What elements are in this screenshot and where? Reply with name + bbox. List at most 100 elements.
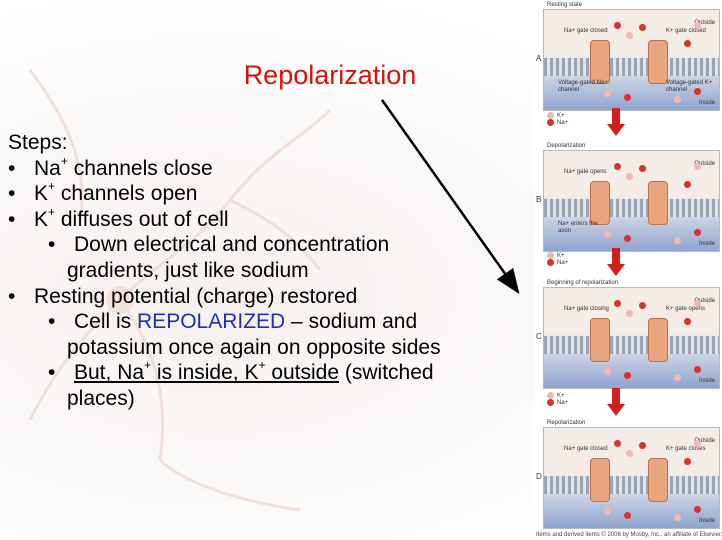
k-ion	[694, 22, 701, 29]
na-ion	[684, 458, 691, 465]
inside-label: Inside	[698, 378, 715, 384]
bullet-resting-potential: •Resting potential (charge) restored	[8, 284, 358, 308]
na-ion	[639, 302, 646, 309]
ion-channel-figure: Outside Na+ gate closed K+ gate closed V…	[533, 0, 722, 540]
k-ion	[604, 508, 611, 515]
ion-legend: K+Na+	[547, 112, 587, 126]
channel-left-label: Na+ enters the axon	[558, 221, 598, 234]
channel-right-label: Voltage-gated K+ channel	[666, 80, 713, 93]
sub-bullet-gradients: •Down electrical and concentration	[48, 233, 390, 257]
slide-content: Steps: •Na+ channels close •K+ channels …	[8, 130, 528, 412]
na-ion	[547, 259, 554, 267]
na-ion	[639, 165, 646, 172]
k-ion	[694, 440, 701, 447]
gate-left-label: Na+ gate closed	[564, 28, 608, 34]
k-ion	[626, 173, 633, 180]
gate-left-label: Na+ gate closing	[564, 306, 609, 312]
gate-right-label: K+ gate closes	[666, 446, 706, 452]
ion-legend: K+Na+	[547, 392, 587, 406]
k-ion	[547, 392, 554, 399]
k-ion	[674, 374, 681, 381]
na-ion	[614, 440, 621, 447]
na-ion	[684, 181, 691, 188]
down-arrow-icon	[607, 388, 625, 416]
panel-heading: Resting state	[547, 2, 583, 8]
figure-copyright: Items and derived items © 2006 by Mosby,…	[536, 532, 722, 538]
k-ion	[604, 368, 611, 375]
slide-title: Repolarization	[243, 60, 417, 90]
k-ion	[626, 310, 633, 317]
inside-label: Inside	[698, 100, 715, 106]
k-ion	[547, 252, 554, 259]
k-ion	[674, 96, 681, 103]
panel-letter: B	[536, 195, 542, 204]
na-ion	[694, 229, 701, 236]
inside-label: Inside	[698, 241, 715, 247]
na-ion	[614, 22, 621, 29]
k-ion	[626, 32, 633, 39]
na-ion	[624, 94, 631, 101]
bullet-k-diffuses-out: •K+ diffuses out of cell	[8, 204, 229, 231]
bullet-marker: •	[8, 284, 16, 308]
na-ion	[639, 24, 646, 31]
channel-left-label: Voltage-gated Na+ channel	[558, 80, 608, 93]
na-ion	[684, 40, 691, 47]
na-ion	[694, 506, 701, 513]
outside-label: Outside	[694, 438, 715, 444]
membrane	[544, 476, 719, 494]
na-channel	[590, 318, 610, 362]
na-ion	[694, 88, 701, 95]
ion-legend: K+Na+	[547, 252, 587, 266]
figure-panel: Outside Na+ gate opens Na+ enters the ax…	[543, 150, 720, 252]
panel-letter: C	[536, 332, 542, 341]
sub-bullet-repolarized-cont: potassium once again on opposite sides	[67, 335, 441, 359]
bullet-marker: •	[48, 310, 56, 334]
outside-label: Outside	[694, 20, 715, 26]
panel-heading: Repolarization	[547, 420, 586, 426]
k-ion	[674, 237, 681, 244]
bullet-marker: •	[8, 182, 16, 206]
k-ion	[604, 231, 611, 238]
sub-bullet-repolarized: •Cell is REPOLARIZED – sodium and	[48, 310, 418, 334]
panel-heading: Depolarization	[547, 143, 586, 149]
na-channel	[590, 40, 610, 84]
na-ion	[614, 300, 621, 307]
steps-heading: Steps:	[8, 131, 68, 154]
figure-panel: Outside Na+ gate closing K+ gate opens I…	[543, 287, 720, 389]
na-ion	[624, 512, 631, 519]
panel-heading: Beginning of repolarization	[547, 280, 619, 286]
na-channel	[590, 458, 610, 502]
down-arrow-icon	[607, 108, 625, 136]
bullet-na-channels-close: •Na+ channels close	[8, 153, 213, 180]
na-ion	[614, 163, 621, 170]
gate-right-label: K+ gate opens	[666, 306, 705, 312]
sub-bullet-gradients-cont: gradients, just like sodium	[67, 259, 309, 283]
bullet-k-channels-open: •K+ channels open	[8, 179, 198, 206]
gate-left-label: Na+ gate opens	[564, 169, 607, 175]
gate-left-label: Na+ gate closed	[564, 446, 608, 452]
k-channel	[648, 40, 668, 84]
k-channel	[648, 458, 668, 502]
outside-label: Outside	[694, 161, 715, 167]
k-ion	[674, 514, 681, 521]
k-ion	[694, 163, 701, 170]
repolarized-highlight: REPOLARIZED	[137, 310, 286, 334]
down-arrow-icon	[607, 248, 625, 276]
gate-right-label: K+ gate closed	[666, 28, 706, 34]
panel-letter: A	[536, 54, 542, 63]
bullet-marker: •	[48, 361, 56, 385]
outside-label: Outside	[694, 298, 715, 304]
sub-bullet-switched-cont: places)	[67, 387, 135, 411]
bullet-marker: •	[8, 207, 16, 231]
na-ion	[547, 399, 554, 407]
na-ion	[684, 318, 691, 325]
k-ion	[547, 112, 554, 119]
k-channel	[648, 181, 668, 225]
na-ion	[694, 366, 701, 373]
na-ion	[639, 442, 646, 449]
membrane	[544, 58, 719, 76]
k-ion	[626, 450, 633, 457]
inside-label: Inside	[698, 518, 715, 524]
